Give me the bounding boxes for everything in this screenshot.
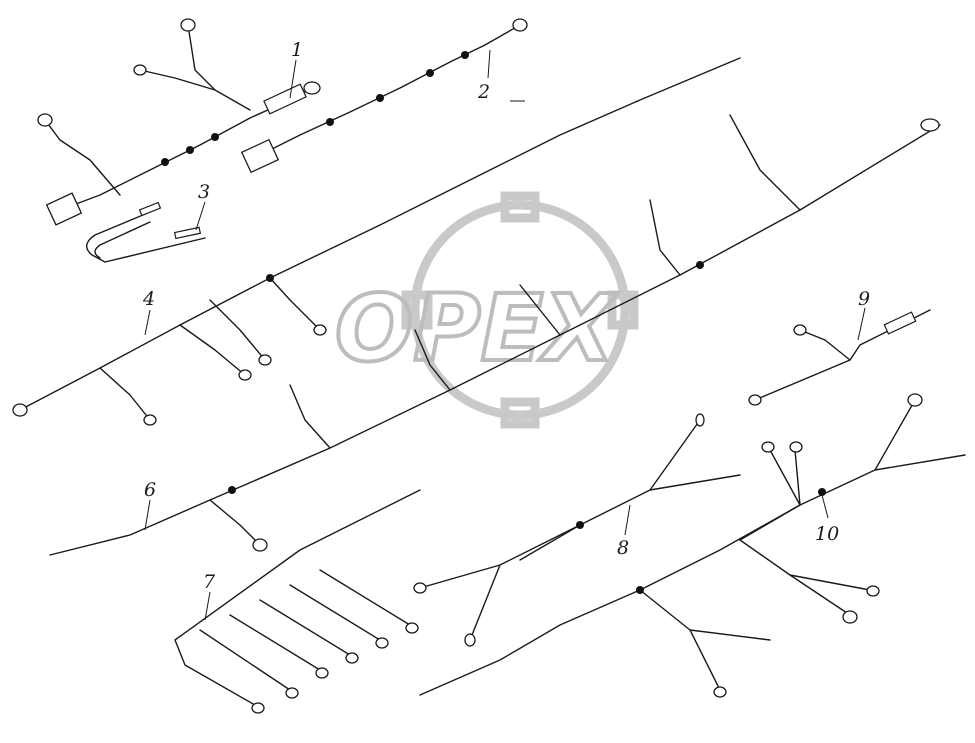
svg-text:OPEX: OPEX <box>335 275 618 382</box>
callout-9: 9 <box>858 288 870 310</box>
opex-watermark-logo: OPEX <box>333 191 639 429</box>
callout-3: 3 <box>198 181 210 203</box>
harness-3 <box>86 201 206 263</box>
callout-4: 4 <box>142 288 155 310</box>
harness-9 <box>748 309 931 406</box>
harness-2 <box>240 18 528 174</box>
callout-2: 2 <box>477 81 490 103</box>
callout-8: 8 <box>617 537 629 559</box>
callout-labels: 1 2 3 4 6 7 8 9 10 <box>142 39 870 621</box>
callout-7: 7 <box>203 571 216 593</box>
harness-4 <box>12 57 741 426</box>
harness-10 <box>739 393 966 624</box>
callout-6: 6 <box>144 479 156 501</box>
callout-10: 10 <box>815 523 839 545</box>
callout-1: 1 <box>291 39 303 61</box>
harness-1 <box>37 18 321 226</box>
harness-8 <box>413 413 801 698</box>
harness-6 <box>49 114 941 556</box>
harness-7 <box>174 489 421 714</box>
